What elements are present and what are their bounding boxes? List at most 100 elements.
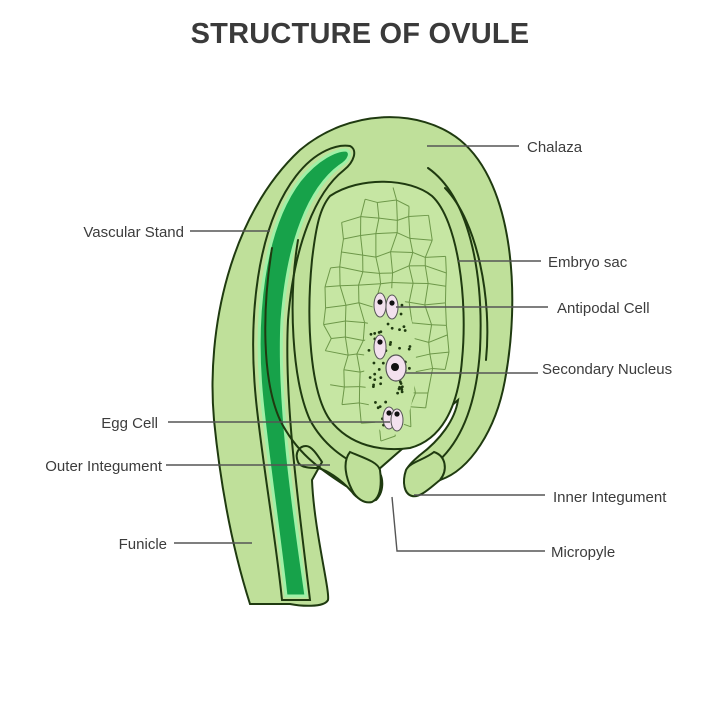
integument-right-outer — [444, 187, 489, 361]
cell-wall — [362, 254, 376, 258]
cell-wall — [392, 265, 410, 274]
cell-wall — [425, 255, 446, 258]
cell-wall — [429, 351, 450, 355]
cell-wall — [340, 284, 359, 287]
cell-wall — [341, 216, 361, 223]
cytoplasm-dot — [377, 368, 381, 371]
label-outer-integument: Outer Integument — [45, 458, 163, 475]
cell-wall — [324, 286, 327, 308]
outer-integument-line — [264, 247, 347, 487]
cell-wall — [431, 324, 447, 326]
cytoplasm-dot — [386, 322, 390, 326]
cell-wall — [341, 402, 360, 406]
label-secondary-nucleus: Secondary Nucleus — [542, 361, 672, 378]
cell-wall — [343, 369, 361, 373]
cell-wall — [364, 198, 378, 203]
cell-wall — [375, 251, 391, 258]
cell-wall — [412, 252, 426, 258]
cytoplasm-dot — [379, 376, 383, 380]
cell-wall — [340, 238, 344, 253]
label-vascular-stand: Vascular Stand — [83, 224, 184, 241]
cytoplasm-dot — [389, 341, 393, 344]
cell-wall — [424, 240, 433, 258]
vascular-strand — [257, 148, 351, 598]
cell-wall — [380, 435, 396, 442]
cell-wall — [424, 283, 429, 305]
cell-wall — [341, 386, 345, 405]
cell-wall — [428, 282, 446, 287]
cell-wall — [396, 199, 410, 207]
cell-wall — [390, 251, 413, 253]
cell-wall — [343, 354, 349, 370]
cytoplasm-dot — [371, 385, 375, 389]
cell-wall — [362, 322, 366, 341]
cell-wall — [325, 350, 349, 356]
cytoplasm-dot — [372, 361, 376, 365]
cell-wall — [392, 187, 398, 201]
cytoplasm-dot — [381, 361, 385, 365]
cell-wall — [330, 266, 340, 269]
cell-wall — [445, 272, 447, 287]
leader-micropyle — [391, 496, 545, 552]
antipodal-cells — [373, 292, 399, 360]
cytoplasm-dot — [378, 405, 382, 409]
cell-wall — [377, 199, 397, 203]
inner-integument-left — [291, 239, 363, 469]
cell-wall — [348, 353, 357, 356]
cell-wall — [375, 218, 380, 234]
cell-wall — [397, 216, 409, 221]
cytoplasm-dot — [400, 385, 404, 389]
cell-wall — [339, 251, 342, 267]
egg-apparatus — [382, 406, 404, 432]
cell-wall — [324, 267, 332, 288]
cell-wall — [424, 265, 429, 284]
cytoplasm-dot — [379, 382, 383, 386]
cell-wall — [391, 282, 414, 284]
cytoplasm-dot — [398, 328, 401, 332]
cell-wall — [428, 334, 448, 343]
cell-wall — [408, 302, 413, 323]
cell-wall — [356, 340, 364, 355]
secondary-nucleus — [385, 354, 407, 382]
cytoplasm-dot — [399, 312, 403, 316]
cell-wall — [359, 372, 361, 387]
cytoplasm-dot — [373, 372, 377, 376]
cell-wall — [360, 199, 366, 217]
cell-wall — [425, 265, 447, 274]
cell-wall — [323, 320, 346, 326]
cytoplasm-dot — [398, 346, 401, 350]
cell-wall — [324, 285, 341, 288]
cell-wall — [341, 251, 363, 256]
cytoplasm-dot — [390, 326, 394, 330]
label-egg-cell: Egg Cell — [101, 415, 158, 432]
cell-wall — [345, 320, 365, 324]
cell-wall — [408, 216, 411, 239]
cytoplasm-dot — [407, 347, 411, 351]
cell-wall — [345, 302, 360, 306]
cell-wall — [345, 336, 364, 342]
inner-integument-tip-left — [344, 450, 382, 504]
cytoplasm-dot — [407, 366, 411, 370]
cell-wall — [428, 215, 433, 241]
cell-wall — [409, 406, 412, 427]
label-antipodal-cell: Antipodal Cell — [557, 300, 650, 317]
cytoplasm-dot — [384, 400, 388, 404]
cytoplasm-dot — [373, 378, 377, 382]
cell-wall — [411, 322, 432, 326]
label-funicle: Funicle — [119, 536, 167, 553]
cell-wall — [341, 222, 344, 240]
cell-wall — [408, 214, 429, 218]
cytoplasm-dot — [396, 391, 400, 395]
cell-wall — [429, 353, 434, 369]
cell-wall — [424, 302, 446, 306]
cell-wall — [376, 202, 380, 219]
cytoplasm-dot — [373, 332, 377, 335]
cell-wall — [428, 324, 433, 343]
cell-wall — [428, 342, 431, 355]
cytoplasm-dot — [369, 332, 373, 336]
label-micropyle: Micropyle — [551, 544, 615, 561]
cell-wall — [331, 336, 346, 339]
cell-wall — [444, 351, 450, 370]
cell-wall — [408, 283, 414, 303]
cytoplasm-dot — [408, 345, 412, 348]
